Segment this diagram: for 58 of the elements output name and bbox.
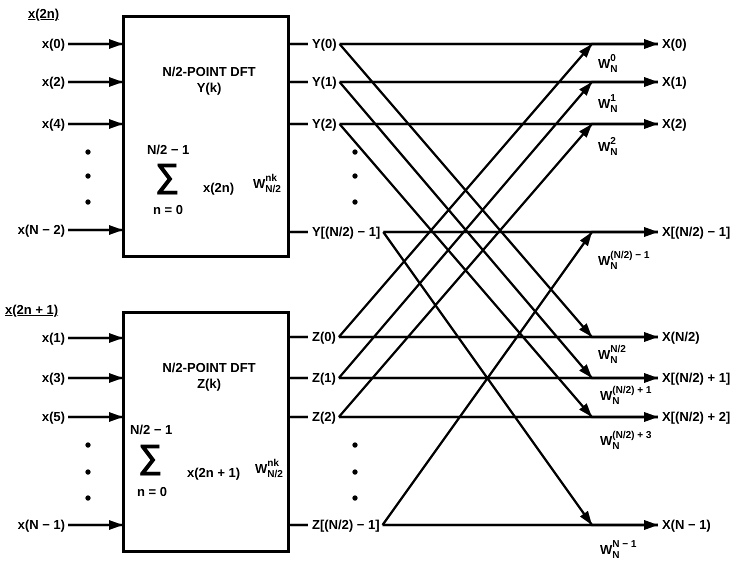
- signal-label: Z(1): [312, 369, 336, 387]
- dft-block: [122, 311, 290, 553]
- arrow: [68, 225, 123, 235]
- signal-line: [289, 336, 308, 338]
- arrow: [338, 332, 658, 342]
- signal-label: x(0): [42, 35, 65, 53]
- signal-line: [289, 42, 308, 46]
- arrow: [338, 412, 658, 422]
- sum-lower-limit: n = 0: [137, 484, 167, 500]
- signal-label: X[(N/2) − 1]: [662, 223, 730, 241]
- signal-line: [289, 376, 308, 380]
- sum-lower-limit: n = 0: [153, 202, 183, 218]
- signal-label: X(2): [662, 115, 687, 133]
- signal-label: X(N/2): [662, 328, 700, 346]
- arrow: [338, 373, 658, 383]
- signal-line: [289, 230, 308, 234]
- dft-block: [122, 15, 290, 258]
- signal-label: x(5): [42, 408, 65, 426]
- signal-label: Y(0): [312, 35, 337, 53]
- signal-label: X(N − 1): [662, 516, 711, 534]
- signal-label: Y[(N/2) − 1]: [312, 223, 380, 241]
- arrow: [68, 333, 123, 343]
- signal-label: X(1): [662, 73, 687, 91]
- signal-label: Z(2): [312, 408, 336, 426]
- summand: x(2n + 1): [187, 465, 240, 481]
- sum-upper-limit: N/2 − 1: [147, 142, 190, 158]
- arrow: [68, 39, 123, 49]
- signal-label: Y(2): [312, 115, 337, 133]
- signal-line: [289, 80, 308, 84]
- summand: x(2n): [203, 180, 234, 196]
- arrow: [68, 77, 123, 87]
- signal-label: x(4): [42, 115, 65, 133]
- signal-line: [289, 416, 308, 418]
- summation-sign: ∑: [155, 158, 180, 194]
- signal-label: X[(N/2) + 2]: [662, 408, 730, 426]
- signal-line: [289, 524, 308, 526]
- block-title: N/2-POINT DFT Z(k): [161, 360, 257, 392]
- arrow: [382, 520, 658, 530]
- signal-label: X[(N/2) + 1]: [662, 369, 730, 387]
- sum-upper-limit: N/2 − 1: [130, 422, 172, 438]
- signal-line: [289, 122, 308, 126]
- signal-label: Y(1): [312, 73, 337, 91]
- signal-label: x(1): [42, 329, 65, 347]
- arrow: [68, 373, 123, 383]
- arrow: [68, 520, 123, 530]
- signal-label: x(N − 1): [18, 516, 65, 534]
- signal-label: Z(0): [312, 328, 336, 346]
- signal-label: Z[(N/2) − 1]: [312, 516, 380, 534]
- signal-label: x(N − 2): [18, 221, 65, 239]
- signal-label: x(2): [42, 73, 65, 91]
- summation-sign: ∑: [138, 439, 162, 475]
- input-group-heading: x(2n + 1): [5, 301, 58, 319]
- arrow: [68, 412, 123, 422]
- arrow: [68, 119, 123, 129]
- block-title: N/2-POINT DFT Y(k): [161, 64, 257, 96]
- signal-label: X(0): [662, 35, 687, 53]
- signal-label: x(3): [42, 369, 65, 387]
- input-group-heading: x(2n): [28, 5, 60, 23]
